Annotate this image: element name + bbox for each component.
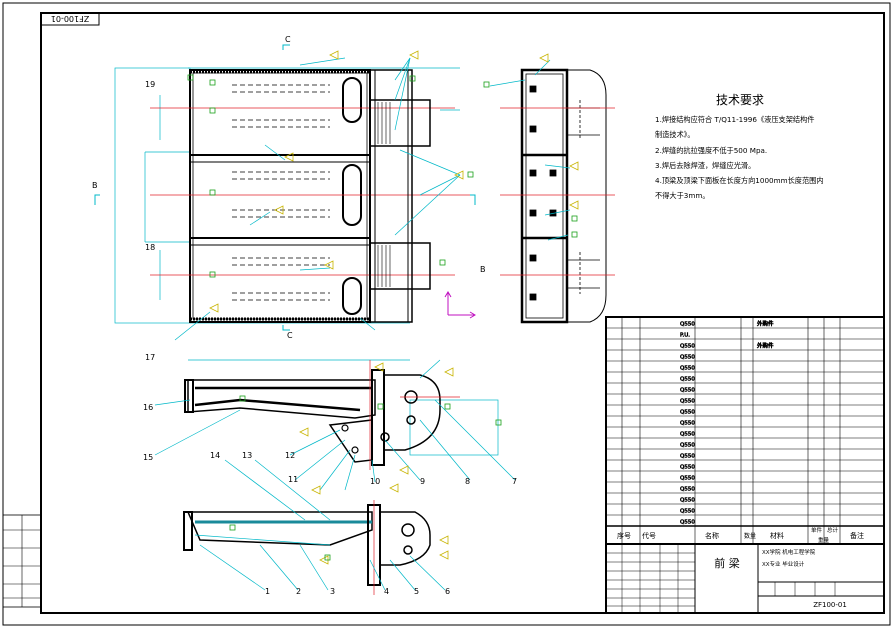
balloon-9: 9 (420, 477, 425, 486)
plan-view: C C B B (92, 35, 486, 341)
balloon-18: 18 (145, 243, 155, 252)
bom-material: Q550 (680, 454, 695, 460)
bom-material: Q550 (680, 443, 695, 449)
bom-material: Q550 (680, 366, 695, 372)
balloon-1: 1 (265, 587, 270, 596)
note-line-5: 4.顶梁及顶梁下面板在长度方向1000mm长度范围内 (655, 176, 824, 185)
balloon-15: 15 (143, 453, 153, 462)
bom-material: Q550 (680, 399, 695, 405)
balloon-2: 2 (296, 587, 301, 596)
slot-bottom (342, 277, 362, 315)
bottom-view (183, 459, 449, 595)
bom-material: Q550 (680, 355, 695, 361)
header-remark: 备注 (850, 531, 864, 540)
balloon-16: 16 (143, 403, 153, 412)
bom-remark: 外购件 (757, 320, 774, 328)
inner-border (40, 12, 885, 614)
header-total-weight: 总计 (827, 526, 839, 534)
elevation-view (154, 359, 516, 495)
balloon-17: 17 (145, 353, 155, 362)
bom-material: Q550 (680, 410, 695, 416)
bom-material: Q550 (680, 520, 695, 526)
balloon-13: 13 (242, 451, 252, 460)
balloon-5: 5 (414, 587, 419, 596)
section-label-b-right: B (480, 265, 486, 274)
bom-material: Q550 (680, 388, 695, 394)
header-qty: 数量 (744, 532, 756, 540)
dim-frame-left (114, 67, 191, 324)
balloon-14: 14 (210, 451, 220, 460)
bom-remark: 外购件 (757, 342, 774, 350)
flipped-number-box (40, 12, 100, 26)
flipped-drawing-no: ZF100-01 (51, 14, 89, 23)
note-line-2: 制造技术》。 (655, 130, 695, 139)
balloon-11: 11 (288, 475, 298, 484)
header-name: 名称 (705, 531, 719, 540)
drawing-number: ZF100-01 (813, 601, 847, 609)
part-name: 前 梁 (714, 556, 740, 570)
note-line-4: 3.焊后去除焊渣，焊缝应光滑。 (655, 161, 755, 170)
header-seq: 序号 (617, 531, 631, 540)
left-binding-strip (2, 514, 42, 608)
bom-material: Q550 (680, 322, 695, 328)
notes-title: 技术要求 (716, 93, 764, 107)
section-label-c-top: C (285, 35, 291, 44)
balloon-12: 12 (285, 451, 295, 460)
bom-material: P.U. (680, 333, 690, 339)
note-line-6: 不得大于3mm。 (655, 191, 710, 200)
bom-material: Q550 (680, 487, 695, 493)
balloon-3: 3 (330, 587, 335, 596)
title-block: 前 梁 XX学院 机电工程学院 XX专业 毕业设计 ZF100-01 (605, 543, 885, 614)
section-label-b-left: B (92, 181, 98, 190)
balloon-10: 10 (370, 477, 380, 486)
header-weight: 重量 (818, 536, 830, 544)
header-code: 代号 (642, 531, 656, 540)
ucs-axis-icon (444, 291, 476, 319)
header-unit-weight: 单件 (811, 526, 823, 534)
technical-notes: 技术要求 1.焊接结构应符合 T/Q11-1996《液压支架结构件 制造技术》。… (655, 93, 824, 200)
balloon-4: 4 (384, 587, 389, 596)
balloon-6: 6 (445, 587, 450, 596)
note-line-1: 1.焊接结构应符合 T/Q11-1996《液压支架结构件 (655, 115, 814, 124)
bom-material: Q550 (680, 377, 695, 383)
company-line-1: XX学院 机电工程学院 (762, 548, 816, 556)
balloon-19: 19 (145, 80, 155, 89)
slot-top (342, 77, 362, 123)
bom-material: Q550 (680, 432, 695, 438)
balloon-7: 7 (512, 477, 517, 486)
section-label-c-bottom: C (287, 331, 293, 340)
bom-material: Q550 (680, 476, 695, 482)
bom-material: Q550 (680, 465, 695, 471)
bom-material: Q550 (680, 509, 695, 515)
balloon-8: 8 (465, 477, 470, 486)
bom-material: Q550 (680, 344, 695, 350)
company-line-2: XX专业 毕业设计 (762, 560, 805, 568)
note-line-3: 2.焊缝的抗拉强度不低于500 Mpa. (655, 146, 767, 155)
bom-material: Q550 (680, 421, 695, 427)
section-view (483, 53, 615, 324)
header-material: 材料 (770, 531, 784, 540)
bom-material: Q550 (680, 498, 695, 504)
